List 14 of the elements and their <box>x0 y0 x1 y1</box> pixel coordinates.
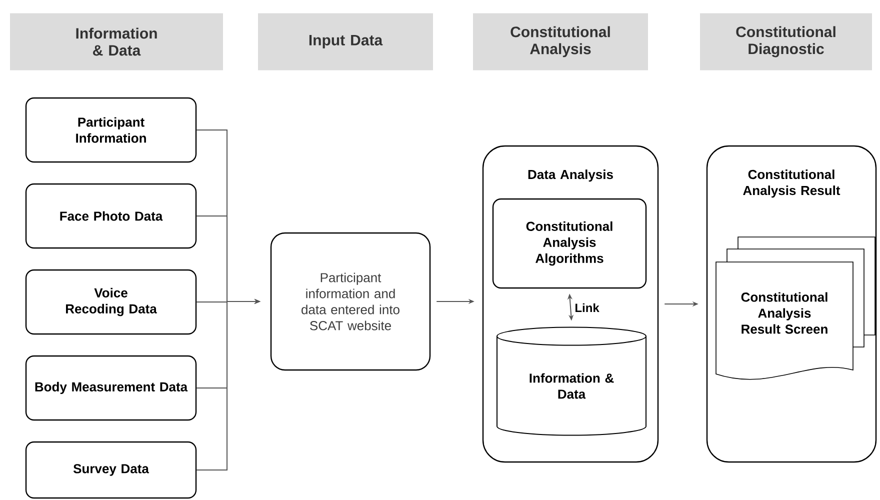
edge-label: Link <box>574 302 600 314</box>
header-band: Input Data <box>258 13 433 70</box>
database-cylinder: Information & Data <box>496 326 646 436</box>
header-band: Constitutional Analysis <box>473 13 648 70</box>
process-box: Face Photo Data <box>25 183 197 249</box>
process-box: Participant information and data entered into SCAT website <box>270 232 431 371</box>
process-box: Survey Data <box>25 441 197 499</box>
header-band: Information & Data <box>10 13 223 70</box>
header-band: Constitutional Diagnostic <box>700 13 872 70</box>
document-stack: Constitutional Analysis Result Screen <box>716 236 876 380</box>
process-box: Constitutional Analysis Algorithms <box>492 198 647 289</box>
process-box: Participant Information <box>25 97 197 163</box>
process-box: Voice Recoding Data <box>25 269 197 335</box>
process-box: Body Measurement Data <box>25 355 197 421</box>
